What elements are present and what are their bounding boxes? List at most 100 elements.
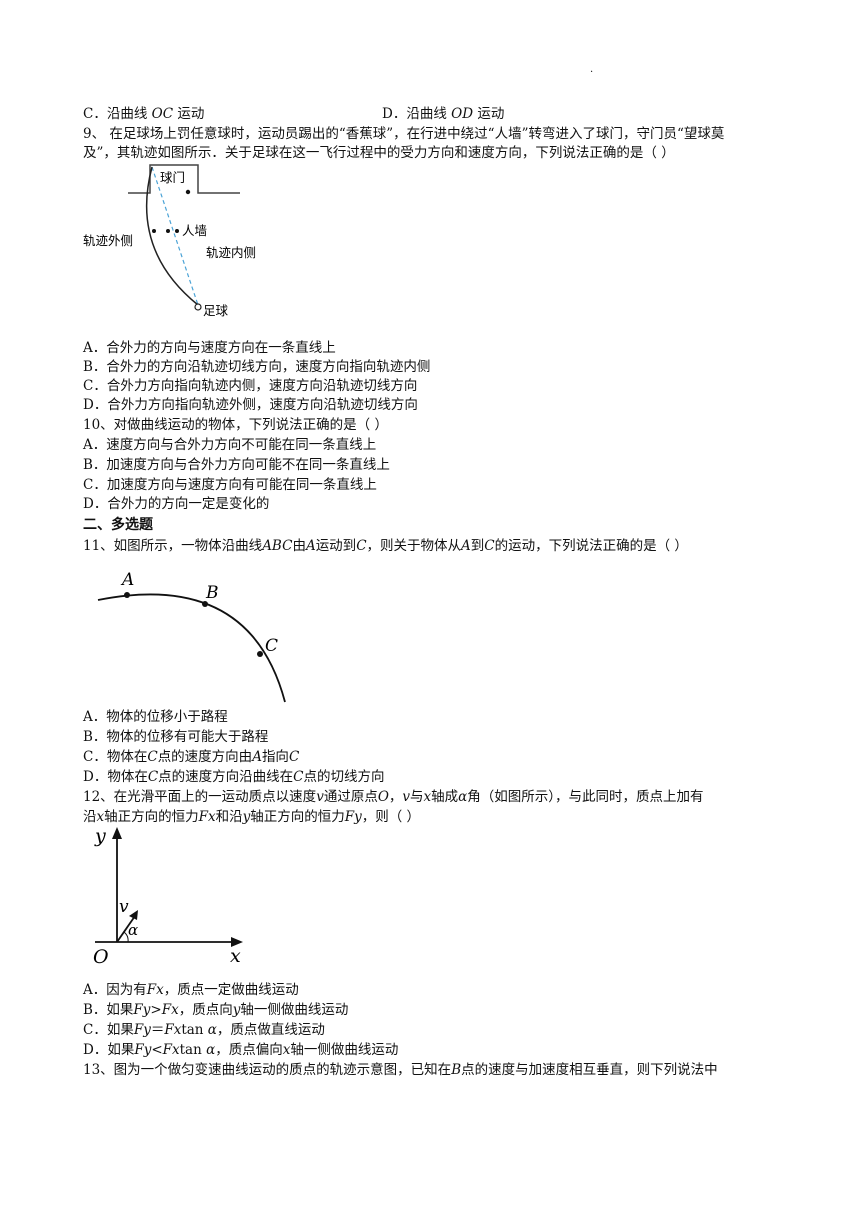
var-text: B xyxy=(451,1062,462,1078)
var-text: A xyxy=(305,538,316,554)
angle-arc xyxy=(123,931,129,943)
ball-icon xyxy=(194,303,202,311)
var-text: O xyxy=(377,789,389,805)
q11-stem: 11、如图所示，一物体沿曲线ABC由A运动到C，则关于物体从A到C的运动，下列说… xyxy=(83,537,688,555)
var-text: x xyxy=(423,789,432,805)
var-text: C xyxy=(147,769,159,785)
var-text: C xyxy=(356,538,367,554)
stem-text: ，则（ ） xyxy=(361,809,421,825)
y-label: y xyxy=(94,825,106,847)
var-text: v xyxy=(402,789,411,805)
q9-stem-line1: 9、 在足球场上罚任意球时，运动员踢出的“香蕉球”，在行进中绕过“人墙”转弯进入… xyxy=(83,126,725,142)
var-text: A xyxy=(461,538,471,554)
stem-text: 轴成 xyxy=(431,789,459,805)
velocity-arrow-icon xyxy=(129,910,138,920)
q9-stem-line2: 及”，其轨迹如图所示．关于足球在这一飞行过程中的受力方向和速度方向，下列说法正确… xyxy=(83,145,675,161)
stem-text: 到 xyxy=(470,538,485,554)
stem-text: 与 xyxy=(410,789,424,805)
option-text: 指向 xyxy=(261,749,289,765)
var-text: x xyxy=(282,1042,291,1058)
point-b xyxy=(202,601,208,607)
q12-stem-line2: 沿x轴正方向的恒力Fx和沿y轴正方向的恒力Fy，则（ ） xyxy=(83,808,420,826)
q11-option-c: C．物体在C点的速度方向由A指向C xyxy=(83,748,299,766)
q12-option-d: D．如果Fy<Fxtan α，质点偏向x轴一侧做曲线运动 xyxy=(83,1041,398,1059)
ball-label: 足球 xyxy=(203,303,229,318)
q10-option-d: D．合外力的方向一定是变化的 xyxy=(83,496,270,512)
inner-side-label: 轨迹内侧 xyxy=(206,245,256,260)
option-text: ＝ xyxy=(150,1022,165,1038)
x-label: x xyxy=(230,945,241,967)
q9-option-a: A．合外力的方向与速度方向在一条直线上 xyxy=(83,340,336,356)
curved-trajectory xyxy=(145,166,199,306)
var-text: v xyxy=(316,789,324,805)
option-text: 点的速度方向由 xyxy=(157,749,253,765)
var-text: C xyxy=(484,538,495,554)
q12-figure: y x O v α xyxy=(93,825,243,968)
option-text: C．沿曲线 xyxy=(83,106,148,122)
straight-dashed-path xyxy=(151,166,199,306)
point-a xyxy=(124,592,130,598)
var-text: OC xyxy=(151,106,174,122)
stem-text: 轴正方向的恒力 xyxy=(250,809,345,825)
var-text: y xyxy=(232,1002,241,1018)
x-axis-arrow-icon xyxy=(231,937,243,947)
wall-dot xyxy=(152,229,156,233)
var-text: Fy>Fx xyxy=(133,1002,179,1018)
var-text: C xyxy=(293,769,304,785)
stem-text: 沿 xyxy=(83,809,97,825)
q10-option-b: B．加速度方向与合外力方向可能不在同一条直线上 xyxy=(83,457,390,473)
stem-text: 的运动，下列说法正确的是（ ） xyxy=(494,538,688,554)
q12-stem-line1: 12、在光滑平面上的一运动质点以速度v通过原点O，v与x轴成α角（如图所示），与… xyxy=(83,788,704,806)
stem-text: 角（如图所示），与此同时，质点上加有 xyxy=(467,789,704,805)
stem-text: ， xyxy=(388,789,403,805)
var-text: ABC xyxy=(262,538,293,554)
velocity-vector xyxy=(116,915,136,943)
var-text: Fy xyxy=(344,809,362,825)
goal-label: 球门 xyxy=(160,170,185,185)
var-text: A xyxy=(252,749,262,765)
option-text: tan xyxy=(179,1042,202,1058)
option-text: A．因为有 xyxy=(83,982,147,998)
wall-dot xyxy=(175,229,179,233)
stem-text: 点的速度与加速度相互垂直，则下列说法中 xyxy=(461,1062,718,1078)
origin-label: O xyxy=(93,946,109,968)
option-text: ，质点偏向 xyxy=(215,1042,283,1058)
var-text: Fy xyxy=(133,1022,151,1038)
stem-text: 通过原点 xyxy=(323,789,378,805)
y-axis-arrow-icon xyxy=(112,827,122,839)
option-text: D．如果 xyxy=(83,1042,135,1058)
option-text: ，质点一定做曲线运动 xyxy=(163,982,299,998)
q9-figure: 球门 人墙 轨迹外侧 轨迹内侧 足球 xyxy=(83,164,256,318)
q11-figure: A B C xyxy=(97,570,286,703)
option-text: 轴一侧做曲线运动 xyxy=(240,1002,349,1018)
page-marker: . xyxy=(590,64,594,75)
q10-option-c: C．加速度方向与速度方向有可能在同一条直线上 xyxy=(83,477,377,493)
stem-text: 11、如图所示，一物体沿曲线 xyxy=(83,538,263,554)
v-label: v xyxy=(119,897,129,917)
var-text: C xyxy=(147,749,158,765)
option-text: ，质点向 xyxy=(178,1002,233,1018)
var-text: α xyxy=(458,789,468,805)
q12-option-a: A．因为有Fx，质点一定做曲线运动 xyxy=(83,981,299,999)
var-text: Fx xyxy=(198,809,216,825)
stem-text: 和沿 xyxy=(215,809,243,825)
stem-text: ，则关于物体从 xyxy=(366,538,462,554)
option-text: D．沿曲线 xyxy=(382,106,447,122)
q10-option-a: A．速度方向与合外力方向不可能在同一条直线上 xyxy=(83,437,377,453)
outer-side-label: 轨迹外侧 xyxy=(83,233,133,248)
q9-option-b: B．合外力的方向沿轨迹切线方向，速度方向指向轨迹内侧 xyxy=(83,359,431,375)
stem-text: 由 xyxy=(292,538,306,554)
stem-text: 13、图为一个做匀变速曲线运动的质点的轨迹示意图，已知在 xyxy=(83,1062,452,1078)
var-text: y xyxy=(242,809,251,825)
stem-text: 12、在光滑平面上的一运动质点以速度 xyxy=(83,789,317,805)
goal-outline xyxy=(128,164,240,194)
label-a: A xyxy=(120,570,134,590)
stem-text: 轴正方向的恒力 xyxy=(104,809,199,825)
option-text: 轴一侧做曲线运动 xyxy=(290,1042,399,1058)
q12-option-b: B．如果Fy>Fx，质点向y轴一侧做曲线运动 xyxy=(83,1001,348,1019)
point-c xyxy=(257,651,263,657)
option-text: 点的切线方向 xyxy=(303,769,385,785)
option-text: tan xyxy=(181,1022,204,1038)
var-text: x xyxy=(96,809,105,825)
section-title: 二、多选题 xyxy=(83,517,153,533)
